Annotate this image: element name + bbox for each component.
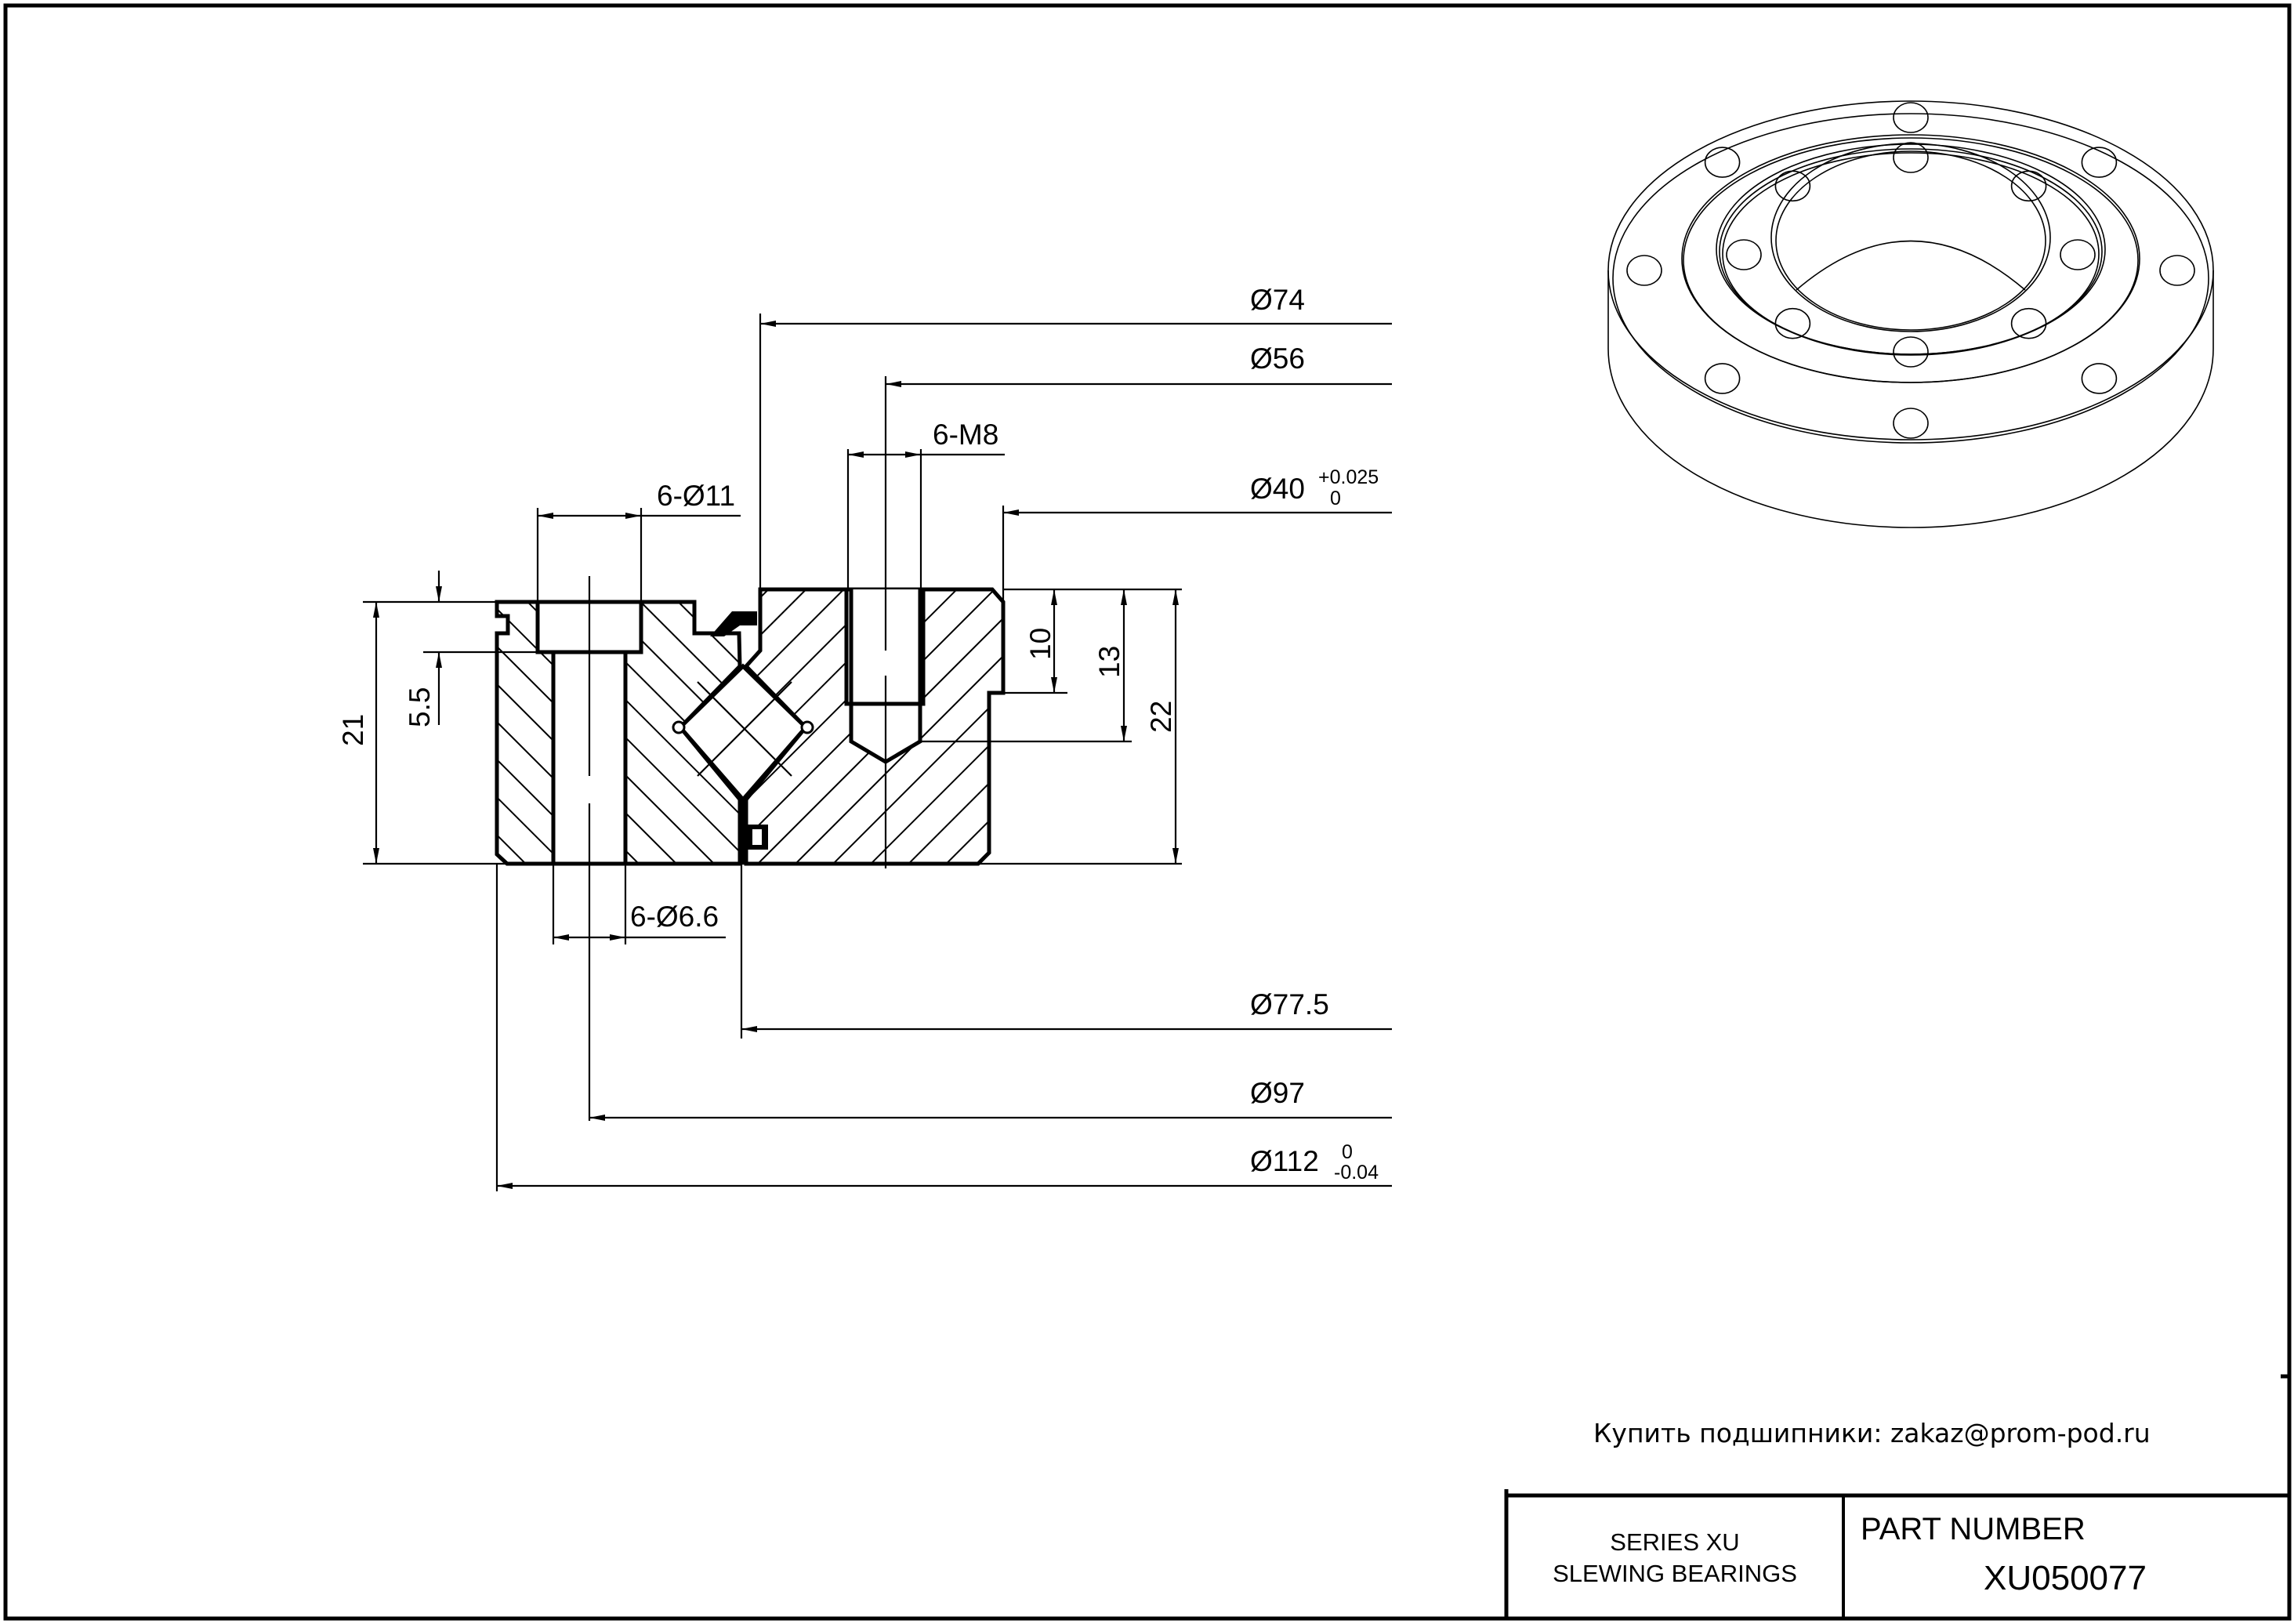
dim-d112: Ø112 xyxy=(1250,1145,1319,1177)
inner-bolt-holes xyxy=(1726,142,2096,368)
dim-d40: Ø40 xyxy=(1250,473,1305,505)
outer-bolt-hole xyxy=(1626,255,1662,286)
isometric-view xyxy=(1607,100,2214,528)
roller-cage-right xyxy=(800,720,814,734)
outer-bolt-hole xyxy=(2159,255,2195,286)
inner-bolt-hole xyxy=(2010,170,2047,202)
inner-bolt-hole xyxy=(2060,239,2096,270)
outer-bolt-hole xyxy=(2081,363,2118,394)
dim-d40-tol-upper: +0.025 xyxy=(1318,466,1379,488)
outer-bolt-hole xyxy=(1893,102,1929,133)
title-block: SERIES XU SLEWING BEARINGS PART NUMBER X… xyxy=(1504,1489,2289,1619)
bearing-bore-inner xyxy=(1775,150,2046,331)
outer-bolt-hole xyxy=(2081,147,2118,178)
bearing-outer-body xyxy=(1607,270,2214,528)
dim-h10: 10 xyxy=(1024,628,1056,660)
bearing-bore-outer xyxy=(1770,143,2051,332)
dim-h13: 13 xyxy=(1093,646,1125,678)
section-view xyxy=(363,384,1182,868)
dimensions: Ø74 Ø56 6-M8 Ø40 +0.025 0 6-Ø11 6-Ø6.6 xyxy=(337,284,1392,1191)
bearing-bore-bottom xyxy=(1796,240,2026,291)
purchase-note: Купить подшипники: zakaz@prom-pod.ru xyxy=(1593,1418,2151,1448)
bearing-outer-chamfer xyxy=(1612,113,2209,444)
outer-bolt-hole xyxy=(1893,408,1929,439)
dim-d112-tol-lower: -0.04 xyxy=(1334,1162,1379,1184)
sheet-border xyxy=(3,3,2292,1621)
bearing-inner-groove-2 xyxy=(1683,137,2139,383)
inner-bolt-hole xyxy=(1893,142,1929,173)
dim-d112-tol-upper: 0 xyxy=(1342,1141,1353,1163)
bearing-inner-ring-3 xyxy=(1722,152,2100,356)
series-description: SLEWING BEARINGS xyxy=(1553,1560,1797,1587)
dim-d6-6: 6-Ø6.6 xyxy=(630,901,719,933)
top-seal xyxy=(710,611,757,636)
series-label: SERIES XU xyxy=(1610,1528,1739,1556)
bearing-outer-top xyxy=(1607,100,2214,440)
bearing-inner-ring-1 xyxy=(1716,143,2106,355)
dim-d97: Ø97 xyxy=(1250,1077,1305,1109)
dim-d56: Ø56 xyxy=(1250,343,1305,375)
inner-bolt-hole xyxy=(1774,307,1811,339)
roller-diagonal-2 xyxy=(697,681,792,777)
inner-bolt-hole xyxy=(1893,336,1929,368)
dim-d77-5: Ø77.5 xyxy=(1250,988,1329,1020)
dim-h21: 21 xyxy=(337,714,369,746)
dim-h5-5: 5.5 xyxy=(404,687,436,727)
dim-d11: 6-Ø11 xyxy=(657,480,735,512)
roller-cage-left xyxy=(672,720,686,734)
part-number-label: PART NUMBER xyxy=(1861,1512,2086,1546)
dim-m8: 6-M8 xyxy=(933,419,998,451)
outer-bolt-hole xyxy=(1704,363,1741,394)
inner-bolt-hole xyxy=(2010,307,2047,339)
dim-h22: 22 xyxy=(1145,701,1177,733)
outer-bolt-hole xyxy=(1704,147,1741,178)
inner-bolt-hole xyxy=(1726,239,1762,270)
bearing-inner-ring-2 xyxy=(1719,148,2103,355)
part-number: XU050077 xyxy=(1984,1559,2147,1597)
bottom-seal-notch xyxy=(752,829,762,845)
inner-bolt-hole xyxy=(1774,170,1811,202)
outer-bolt-holes xyxy=(1626,102,2195,439)
dim-d40-tol-lower: 0 xyxy=(1330,488,1341,509)
dim-d74: Ø74 xyxy=(1250,284,1305,316)
